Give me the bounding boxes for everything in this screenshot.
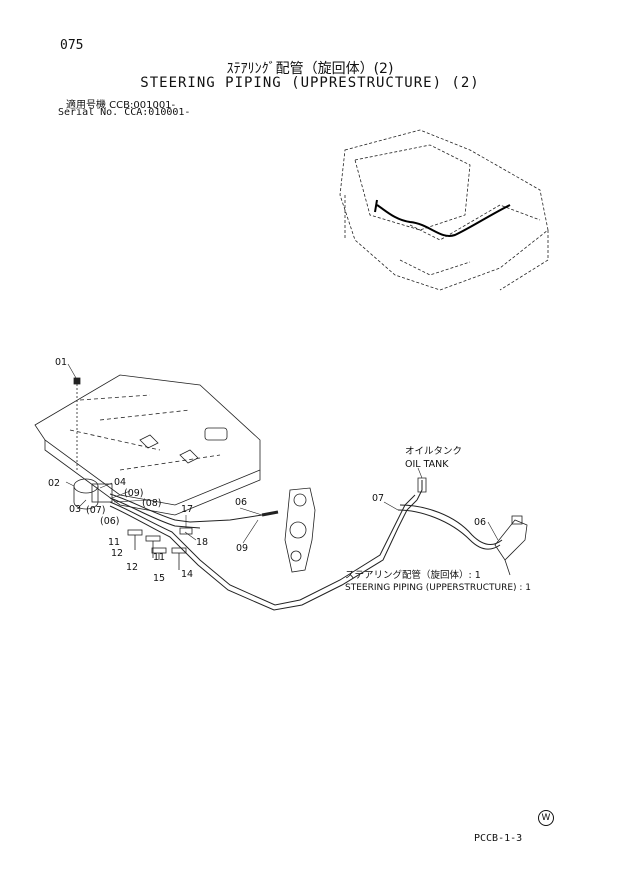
assembly-label-english: STEERING PIPING (UPPERSTRUCTURE) : 1 <box>345 583 531 593</box>
leader-lines <box>65 363 499 544</box>
callout-11-b: 11 <box>153 552 165 563</box>
page-number: 075 <box>60 38 84 53</box>
serial-applicable-japanese: 適用号機 CCB:001001- <box>66 100 176 111</box>
oil-tank-label-english: OIL TANK <box>405 459 449 470</box>
steering-component <box>494 515 528 576</box>
upperstructure-frame <box>34 374 261 516</box>
callout-08-paren: (08) <box>142 498 162 509</box>
oil-tank-label-japanese: オイルタンク <box>405 446 462 457</box>
inset-piping-highlight <box>374 199 511 237</box>
hose-bundle <box>109 480 503 611</box>
callout-06-paren: (06) <box>100 516 120 527</box>
callout-03: 03 <box>69 504 81 515</box>
callout-15: 15 <box>153 573 165 584</box>
callout-11-a: 11 <box>108 537 120 548</box>
callout-09-paren: (09) <box>124 488 144 499</box>
assembly-label-japanese: ステアリング配管（旋回体）: 1 <box>345 569 481 581</box>
callout-02: 02 <box>48 478 60 489</box>
callout-01: 01 <box>55 357 67 368</box>
callout-14: 14 <box>181 569 193 580</box>
inset-machine-view <box>339 129 549 291</box>
bolt-part-01 <box>73 377 81 470</box>
page-title-english: STEERING PIPING (UPPRESTRUCTURE) (2) <box>140 75 480 91</box>
callout-12-a: 12 <box>111 548 123 559</box>
page-title-japanese: ｽﾃｱﾘﾝｸﾞ配管（旋回体）(2) <box>226 61 394 77</box>
callout-06-b: 06 <box>474 517 486 528</box>
callout-04: 04 <box>114 477 126 488</box>
callout-07-paren: (07) <box>86 505 106 516</box>
region-mark-w: W <box>538 810 554 826</box>
callout-17: 17 <box>181 504 193 515</box>
page-code: PCCB-1-3 <box>474 833 523 844</box>
callout-06-a: 06 <box>235 497 247 508</box>
callout-09: 09 <box>236 543 248 554</box>
oil-tank-fitting <box>417 477 427 493</box>
callout-labels: 01 02 03 04 (07) (06) (09) (08) 11 12 12… <box>48 357 531 593</box>
callout-12-b: 12 <box>126 562 138 573</box>
callout-18: 18 <box>196 537 208 548</box>
serial-number-english: Serial No. CCA:010001- <box>58 107 191 118</box>
callout-07: 07 <box>372 493 384 504</box>
hose-clamps <box>127 527 193 570</box>
swivel-joint <box>284 487 316 573</box>
